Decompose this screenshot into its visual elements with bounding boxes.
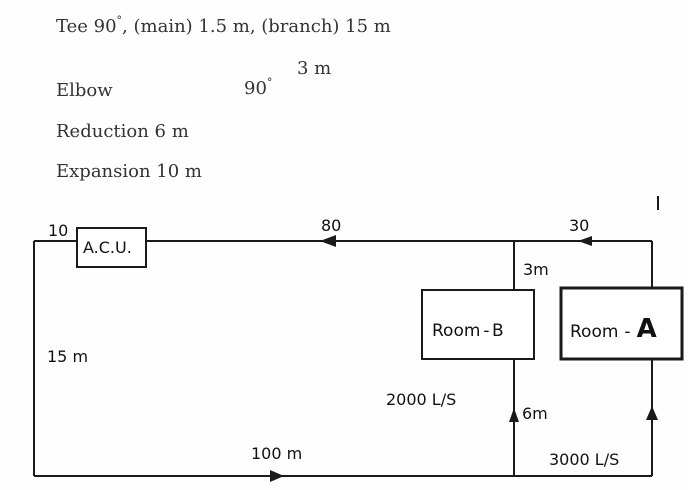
room-a-dash: -: [624, 322, 630, 342]
fitting-tee-lengths: , (main) 1.5 m, (branch) 15 m: [122, 16, 391, 37]
acu-box: [76, 227, 147, 268]
fitting-elbow-name: Elbow: [56, 80, 113, 101]
flow-arrow-top-right: [578, 236, 592, 246]
fitting-expansion: Expansion 10 m: [56, 161, 202, 182]
room-a-label: Room-A: [570, 314, 657, 344]
room-b-dash: -: [483, 321, 489, 341]
flow-b-label: 2000 L/S: [386, 390, 456, 409]
fitting-tee-degree: °: [116, 14, 123, 27]
duct-bottom-label: 100 m: [251, 444, 302, 463]
acu-elbow-length-label: 10: [48, 221, 68, 240]
flow-a-label: 3000 L/S: [549, 450, 619, 469]
room-b-label: Room-B: [432, 321, 504, 341]
duct-top-right-label: 30: [569, 216, 589, 235]
flow-arrow-top-main: [320, 235, 336, 247]
branch-b-upper-label: 3m: [523, 260, 549, 279]
fitting-elbow-angle: 90°: [244, 76, 272, 99]
room-b-letter: B: [492, 321, 504, 341]
fitting-elbow-angle-value: 90: [244, 78, 267, 99]
flow-arrows: [270, 235, 658, 482]
flow-arrow-room-a: [646, 406, 658, 420]
fitting-tee: Tee 90°, (main) 1.5 m, (branch) 15 m: [56, 14, 391, 37]
room-a-letter: A: [637, 314, 657, 344]
room-b-box: [421, 289, 535, 360]
fitting-reduction: Reduction 6 m: [56, 121, 189, 142]
acu-label: A.C.U.: [83, 238, 132, 257]
fitting-elbow-degree: °: [266, 76, 273, 89]
fitting-elbow-length: 3 m: [297, 58, 332, 79]
branch-b-lower-label: 6m: [522, 404, 548, 423]
duct-lines: [33, 240, 653, 477]
fitting-tee-name: Tee 90: [56, 16, 117, 37]
duct-top-main-label: 80: [321, 216, 341, 235]
room-b-prefix: Room: [432, 321, 480, 341]
room-a-prefix: Room: [570, 322, 618, 342]
room-a-box: [559, 286, 684, 361]
flow-arrow-bottom: [270, 470, 284, 482]
flow-arrow-room-b: [509, 408, 519, 422]
duct-left-label: 15 m: [47, 347, 88, 366]
